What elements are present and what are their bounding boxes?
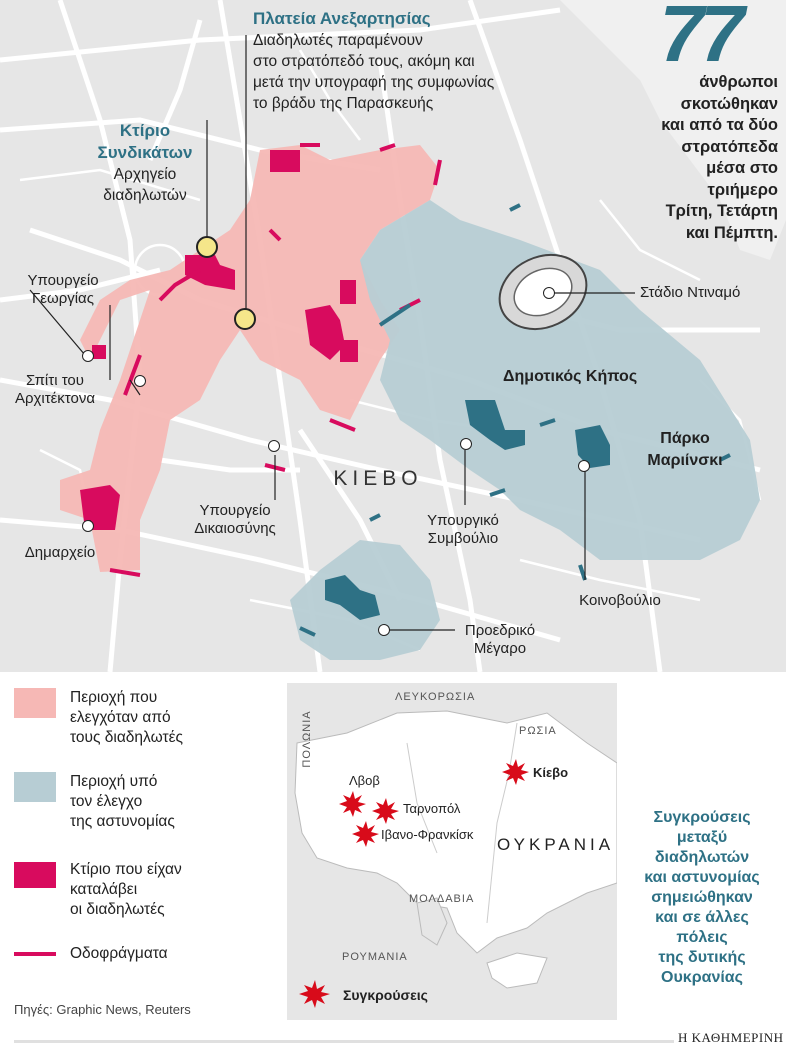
- clash-legend-label: Συγκρούσεις: [343, 987, 428, 1003]
- justice-ministry-label: Υπουργείο Δικαιοσύνης: [194, 502, 276, 537]
- legend-swatch-occupied-building: [14, 862, 56, 888]
- justice-ministry-marker: [268, 440, 280, 452]
- police-barricades: [299, 203, 731, 637]
- ivano-label: Ιβανο-Φρανκίσκ: [381, 827, 474, 842]
- ukraine-label: ΟΥΚΡΑΝΙΑ: [497, 835, 615, 854]
- leader-lines: [29, 35, 635, 631]
- georgia-ministry-label: Υπουργείο Γεωργίας: [27, 272, 99, 307]
- ukraine-inset-map: ΛΕΥΚΟΡΩΣΙΑ ΠΟΛΩΝΙΑ ΡΩΣΙΑ ΟΥΚΡΑΝΙΑ ΜΟΛΔΑΒ…: [287, 683, 617, 1020]
- mariinsky-park-label: Πάρκο Μαριίνσκι: [647, 430, 723, 469]
- river: [560, 0, 786, 260]
- kiev-inset-label: Κίεβο: [533, 765, 569, 780]
- clash-markers: [299, 759, 529, 1008]
- footer-brand: Η ΚΑΘΗΜΕΡΙΝΗ: [678, 1030, 784, 1045]
- romania-label: ΡΟΥΜΑΝΙΑ: [342, 951, 408, 963]
- parliament-label: Κοινοβούλιο: [579, 592, 661, 609]
- independence-square-marker: [234, 308, 256, 330]
- occupied-buildings: [80, 150, 358, 530]
- footer-rule: [14, 1040, 674, 1043]
- lviv-label: Λβοβ: [349, 773, 380, 788]
- union-building-text: Αρχηγείο διαδηλωτών: [103, 166, 187, 204]
- ukraine-inset-svg: [294, 710, 617, 1008]
- stadium-marker: [543, 287, 555, 299]
- moldova-label: ΜΟΛΔΑΒΙΑ: [409, 893, 475, 905]
- kiev-map: Πλατεία Ανεξαρτησίας Διαδηλωτές παραμένο…: [0, 0, 786, 672]
- cabinet-label: Υπουργικό Συμβούλιο: [427, 512, 499, 547]
- ternopil-clash: [372, 798, 399, 824]
- independence-square-title: Πλατεία Ανεξαρτησίας: [253, 9, 431, 28]
- union-building-title: Κτίριο Συνδικάτων: [97, 121, 193, 162]
- presidential-palace-label: Προεδρικό Μέγαρο: [464, 622, 536, 657]
- georgia-ministry-marker: [82, 350, 94, 362]
- sources: Πηγές: Graphic News, Reuters: [14, 1002, 191, 1017]
- legend-clash-icon: [299, 980, 330, 1008]
- architect-house-marker: [134, 375, 146, 387]
- legend-label-barricade: Οδοφράγματα: [70, 945, 168, 962]
- protest-area: [60, 145, 440, 572]
- ukraine-shape: [294, 710, 617, 954]
- union-building-marker: [196, 236, 218, 258]
- russia-label: ΡΩΣΙΑ: [519, 725, 557, 737]
- cabinet-marker: [460, 438, 472, 450]
- city-hall-marker: [82, 520, 94, 532]
- police-area: [360, 200, 760, 560]
- sidebar-note: Συγκρούσεις μεταξύ διαδηλωτών και αστυνο…: [644, 809, 760, 986]
- parliament-marker: [578, 460, 590, 472]
- street-map-svg: [0, 0, 786, 672]
- inset-rivers: [406, 722, 518, 924]
- government-buildings: [325, 400, 610, 620]
- legend-swatch-protest-area: [14, 688, 56, 718]
- death-toll-number: 77: [659, 0, 745, 78]
- city-hall-label: Δημαρχείο: [24, 544, 96, 561]
- legend-swatch-barricade: [14, 952, 56, 956]
- moldova-shape: [416, 897, 448, 946]
- ternopil-label: Ταρνοπόλ: [403, 801, 461, 816]
- city-garden-label: Δημοτικός Κήπος: [503, 368, 638, 385]
- kiev-clash: [502, 759, 529, 785]
- legend-swatch-police-area: [14, 772, 56, 802]
- lviv-clash: [339, 791, 366, 817]
- ivano-clash: [352, 821, 379, 847]
- stadium-label: Στάδιο Ντιναμό: [640, 284, 741, 301]
- presidential-palace-marker: [378, 624, 390, 636]
- crimea-shape: [486, 952, 548, 989]
- belarus-label: ΛΕΥΚΟΡΩΣΙΑ: [395, 691, 476, 703]
- legend-label-occupied-building: Κτίριο που είχαν καταλάβει οι διαδηλωτές: [70, 861, 182, 918]
- legend-label-protest-area: Περιοχή που ελεγχόταν από τους διαδηλωτέ…: [70, 689, 183, 746]
- architect-house-label: Σπίτι του Αρχιτέκτονα: [14, 372, 96, 407]
- independence-square-text: Διαδηλωτές παραμένουν στο στρατόπεδό του…: [253, 32, 495, 112]
- poland-label: ΠΟΛΩΝΙΑ: [301, 710, 313, 768]
- kiev-label: ΚΙΕΒΟ: [333, 467, 423, 490]
- death-toll-text: άνθρωποι σκοτώθηκαν και από τα δύο στρατ…: [661, 73, 778, 242]
- legend-label-police-area: Περιοχή υπό τον έλεγχο της αστυνομίας: [70, 773, 175, 830]
